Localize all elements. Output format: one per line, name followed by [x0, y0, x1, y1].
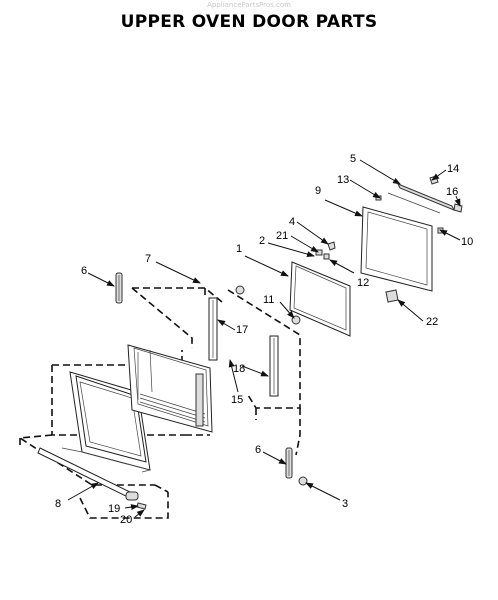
callout-9: 9: [315, 185, 321, 197]
hinge-strip-part-18: [269, 335, 279, 397]
callout-4: 4: [289, 216, 295, 228]
callout-17: 17: [236, 324, 248, 336]
callout-13: 13: [337, 174, 349, 186]
door-handle-part-8: [37, 447, 147, 510]
callout-6-lower: 6: [255, 444, 261, 456]
callout-numbers: 1 2 3 4 5 6 6 7 8 9 10 11 12 13 14 15 16…: [55, 153, 473, 526]
hinge-part-6-upper: [115, 272, 123, 304]
inner-door-frame: [127, 344, 213, 433]
callout-2: 2: [259, 235, 265, 247]
callout-5: 5: [350, 153, 356, 165]
callout-18: 18: [233, 363, 245, 375]
callout-7: 7: [145, 253, 151, 265]
outer-glass-part-9: [360, 206, 433, 292]
watermark-text: AppliancePartsPros.com: [207, 1, 291, 9]
hinge-strip-part-17: [208, 297, 218, 361]
callout-6-upper: 6: [81, 265, 87, 277]
outer-door-panel: [61, 371, 151, 473]
inner-glass-part-1: [289, 261, 351, 337]
callout-10: 10: [461, 236, 473, 248]
callout-12: 12: [357, 277, 369, 289]
callout-8: 8: [55, 498, 61, 510]
callout-14: 14: [447, 163, 459, 175]
screw-part-3: [298, 476, 308, 486]
callout-21: 21: [276, 230, 288, 242]
page-title: UPPER OVEN DOOR PARTS: [120, 12, 378, 32]
callout-3: 3: [342, 498, 348, 510]
callout-1: 1: [236, 243, 242, 255]
callout-22: 22: [426, 316, 438, 328]
callout-15: 15: [231, 394, 243, 406]
callout-19: 19: [108, 503, 120, 515]
hinge-part-6-lower: [285, 447, 293, 479]
callout-20: 20: [120, 514, 132, 526]
hardware-parts-2-21-4: [315, 241, 336, 260]
callout-16: 16: [446, 186, 458, 198]
part-22-block: [385, 289, 399, 303]
leader-lines: [67, 159, 461, 518]
callout-11: 11: [263, 294, 274, 306]
